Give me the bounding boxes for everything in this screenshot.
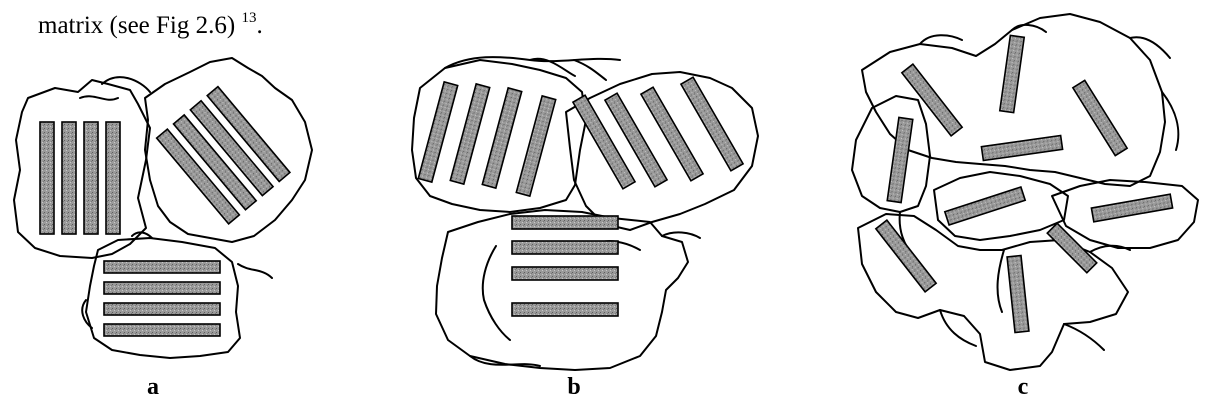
panel-a: a (14, 58, 312, 400)
platelet-rect (418, 82, 457, 182)
panel-c: c (852, 14, 1198, 400)
platelet-rect (512, 241, 618, 254)
platelet-rect (1000, 35, 1024, 112)
platelet-rect (104, 324, 220, 336)
panel-label-c: c (1018, 374, 1029, 400)
platelet-rect (512, 303, 618, 316)
platelet-stack-a-bottom (104, 261, 220, 336)
panel-b: b (412, 57, 758, 400)
platelet-rect (876, 220, 936, 292)
platelet-stack-b-bottom (512, 216, 618, 316)
platelet-rect (1073, 80, 1127, 155)
platelet-rect (104, 261, 220, 273)
platelet-stack-b-left (418, 82, 555, 196)
platelet-rect (945, 187, 1025, 225)
platelet-scatter-c (876, 35, 1173, 332)
platelet-stack-a-right (157, 87, 290, 224)
platelet-rect (40, 122, 54, 234)
aggregate-outline-a-left (14, 80, 150, 258)
platelet-stack-a-left (40, 122, 120, 234)
platelet-rect (1047, 223, 1096, 272)
platelet-rect (1091, 194, 1172, 222)
platelet-rect (482, 88, 521, 188)
aggregate-outline-b-bottom (436, 210, 688, 370)
platelet-rect (104, 282, 220, 294)
platelet-rect (512, 267, 618, 280)
panel-label-a: a (147, 374, 159, 400)
panel-label-b: b (567, 374, 580, 400)
platelet-rect (104, 303, 220, 315)
platelet-rect (106, 122, 120, 234)
aggregate-outline-a-bottom (86, 238, 240, 358)
platelet-rect (62, 122, 76, 234)
platelet-rect (512, 216, 618, 229)
platelet-rect (450, 84, 489, 184)
platelet-rect (887, 117, 913, 202)
platelet-rect (981, 136, 1062, 161)
platelet-rect (516, 96, 555, 196)
platelet-rect (84, 122, 98, 234)
platelet-rect (1007, 255, 1029, 332)
